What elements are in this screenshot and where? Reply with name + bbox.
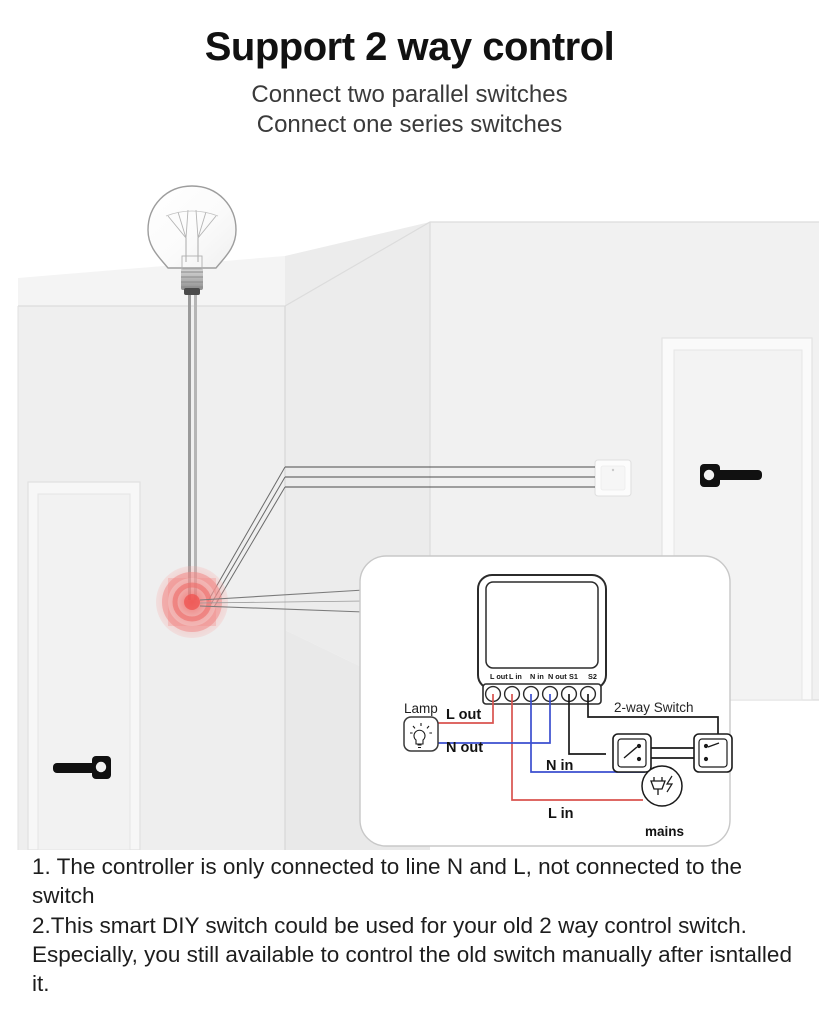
subtitle-line-2: Connect one series switches xyxy=(256,110,563,138)
wiring-diagram-callout: L out L in N in N out S1 S2 xyxy=(359,555,733,847)
terminal-label-n-in: N in xyxy=(530,672,544,681)
label-mains: mains xyxy=(645,824,684,839)
footer-notes: 1. The controller is only connected to l… xyxy=(32,852,792,998)
label-l-out: L out xyxy=(446,707,481,723)
illustration-scene: L out L in N in N out S1 S2 xyxy=(0,160,819,850)
page-header: Support 2 way control Connect two parall… xyxy=(0,0,819,139)
label-l-in: L in xyxy=(548,806,574,822)
lamp-symbol: Lamp xyxy=(403,701,439,752)
terminal-label-n-out: N out xyxy=(548,672,567,681)
smart-switch-module: L out L in N in N out S1 S2 xyxy=(477,574,607,705)
ceiling-pendant xyxy=(147,185,237,600)
lamp-label: Lamp xyxy=(404,701,438,716)
note-2: 2.This smart DIY switch could be used fo… xyxy=(32,912,792,997)
diagram-wires xyxy=(437,694,719,801)
page-title: Support 2 way control xyxy=(204,25,615,69)
door-left xyxy=(27,481,141,850)
note-1: 1. The controller is only connected to l… xyxy=(32,854,743,909)
terminal-label-l-out: L out xyxy=(490,672,508,681)
wall-wires xyxy=(207,466,595,608)
door-handle-right xyxy=(700,464,762,487)
lamp-bulb-icon xyxy=(410,723,432,749)
subtitle-line-1: Connect two parallel switches xyxy=(251,81,568,109)
install-highlight-marker xyxy=(156,566,228,638)
light-bulb-icon xyxy=(147,185,237,270)
terminal-label-l-in: L in xyxy=(509,672,522,681)
label-two-way-switch: 2-way Switch xyxy=(614,700,694,715)
terminal-label-s1: S1 xyxy=(569,672,578,681)
bulb-base-icon xyxy=(181,268,203,295)
page-subtitles: Connect two parallel switches Connect on… xyxy=(0,80,819,139)
callout-leader-lines xyxy=(199,589,365,613)
wall-switch-plate[interactable] xyxy=(594,459,632,497)
two-way-switch-right[interactable] xyxy=(693,733,733,773)
mains-plug-icon xyxy=(641,765,683,807)
door-handle-left xyxy=(53,756,111,779)
label-n-out: N out xyxy=(446,740,483,756)
two-way-switch-left[interactable] xyxy=(612,733,652,773)
terminal-label-s2: S2 xyxy=(588,672,597,681)
label-n-in: N in xyxy=(546,758,573,774)
